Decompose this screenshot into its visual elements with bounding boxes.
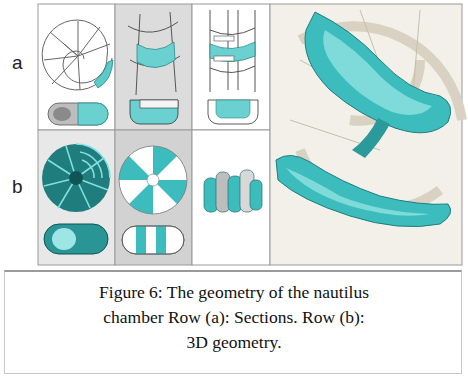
row-label: b (12, 176, 23, 198)
nautilus-illustration (0, 0, 468, 270)
row-label: a (12, 52, 23, 74)
figure-caption: Figure 6: The geometry of the nautilus c… (94, 280, 374, 355)
